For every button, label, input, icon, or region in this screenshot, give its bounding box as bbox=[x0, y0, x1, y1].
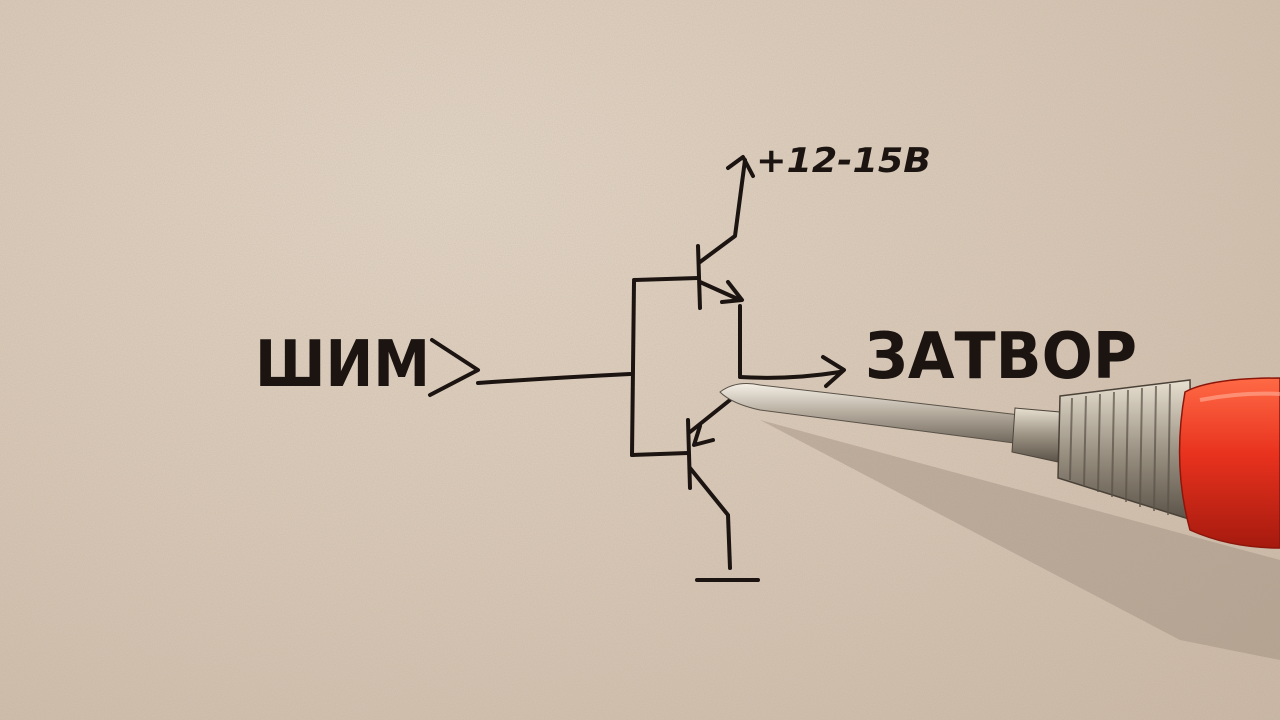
pwm-input-label: ШИМ bbox=[255, 328, 430, 402]
screwdriver-icon bbox=[719, 377, 1280, 549]
gate-output-arrow bbox=[821, 355, 846, 388]
lower-base-wire bbox=[630, 451, 690, 457]
supply-voltage-label: +12-15В bbox=[756, 141, 931, 181]
npn-emitter-lead bbox=[698, 280, 742, 302]
npn-collector-lead bbox=[698, 158, 747, 264]
handle-highlight bbox=[1199, 391, 1280, 402]
knurling bbox=[1069, 383, 1171, 516]
gate-output-label: ЗАТВОР bbox=[865, 320, 1137, 394]
gate-output-wire bbox=[738, 370, 842, 380]
npn-emitter-arrow bbox=[720, 280, 744, 304]
screwdriver-collar bbox=[1011, 407, 1061, 463]
pnp-collector-lead bbox=[688, 466, 732, 570]
supply-arrow bbox=[726, 155, 755, 178]
npn-transistor-icon bbox=[696, 155, 755, 310]
screwdriver-shadow bbox=[760, 420, 1280, 660]
npn-base-bar bbox=[696, 244, 702, 310]
upper-base-wire bbox=[632, 276, 700, 282]
screwdriver-handle bbox=[1178, 377, 1280, 549]
circuit-drawing bbox=[428, 155, 846, 582]
input-wire bbox=[476, 372, 632, 385]
pnp-emitter-arrow bbox=[692, 424, 715, 447]
pwm-input-arrow bbox=[428, 338, 480, 397]
base-bus-wire bbox=[630, 280, 636, 457]
